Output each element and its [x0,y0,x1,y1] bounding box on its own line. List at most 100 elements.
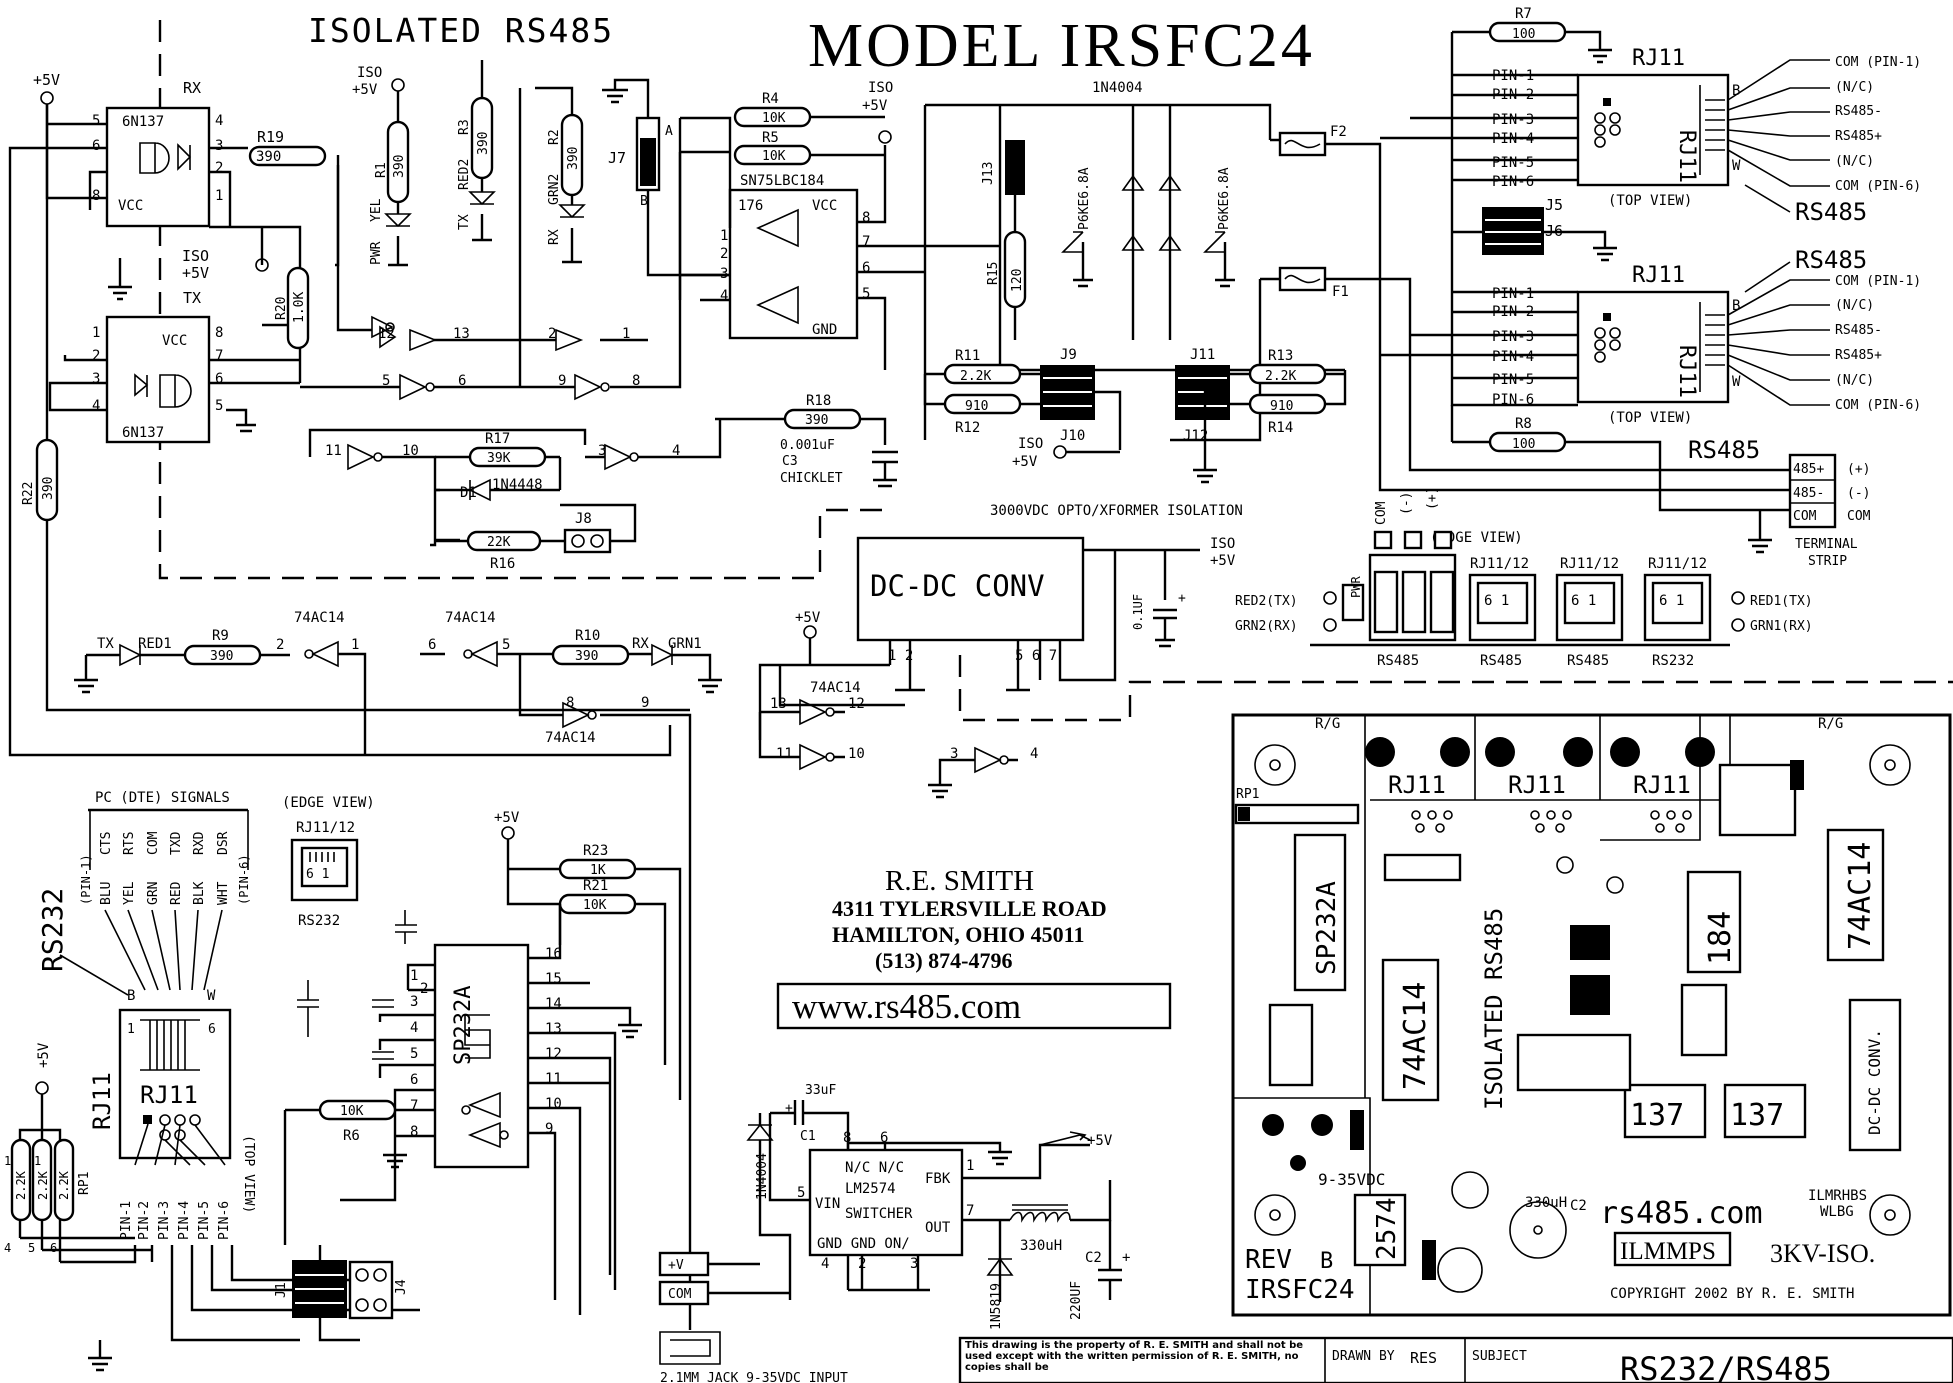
svg-text:LM2574: LM2574 [845,1181,896,1197]
jumper-j7[interactable]: J7 A B [602,78,730,277]
resistor-r22: 390 R22 [21,438,59,522]
svg-text:PIN-3: PIN-3 [1492,112,1534,128]
svg-text:RJ11/12: RJ11/12 [1470,556,1529,572]
resistor-r4: 10K R4 [733,91,812,128]
svg-text:R22: R22 [21,482,36,505]
svg-text:(N/C): (N/C) [1835,373,1874,388]
svg-text:W: W [1732,374,1741,390]
svg-text:13: 13 [770,696,787,712]
svg-text:PC (DTE) SIGNALS: PC (DTE) SIGNALS [95,790,230,806]
svg-text:PIN-4: PIN-4 [177,1201,192,1240]
svg-text:9: 9 [558,373,566,389]
svg-text:2: 2 [215,160,223,176]
svg-text:C2: C2 [1085,1250,1102,1266]
rj11-top-signal-labels: COM (PIN-1) (N/C) RS485- RS485+ (N/C) CO… [1795,55,1921,413]
svg-text:RS485-: RS485- [1835,104,1882,119]
svg-text:RS485+: RS485+ [1835,348,1882,363]
svg-text:RJ11: RJ11 [1508,771,1566,799]
svg-text:rs485.com: rs485.com [1600,1196,1763,1231]
iso-plus5-1: +5V [182,264,209,282]
svg-text:0.001uF: 0.001uF [780,438,835,453]
svg-text:REV: REV [1245,1245,1292,1275]
resistor-r19: 390 R19 [248,128,327,167]
svg-text:R10: R10 [575,628,600,644]
resistor-r15: 120 R15 [986,230,1027,309]
svg-text:DSR: DSR [216,831,231,855]
svg-text:RED: RED [169,881,184,905]
resistor-r17-group: 39K R17 D1 1N4448 22K R16 J8 [435,431,637,572]
svg-text:R6: R6 [343,1128,360,1144]
svg-text:COM (PIN-1): COM (PIN-1) [1835,274,1921,289]
svg-text:SN75LBC184: SN75LBC184 [740,173,824,189]
svg-text:SWITCHER: SWITCHER [845,1206,913,1222]
svg-text:390: 390 [476,132,491,155]
svg-text:B: B [1320,1249,1333,1274]
svg-text:WLBG: WLBG [1820,1204,1854,1220]
rj11-connector-top: RJ11 (TOP VIEW) RJ11 BW [1576,46,1741,209]
svg-text:VCC: VCC [812,198,837,214]
svg-text:VIN: VIN [815,1196,840,1212]
isolation-boundary-2 [958,655,1953,722]
resistor-r3: 390 R3 TX RED2 [457,60,496,242]
jumper-j5-j6[interactable]: J5 J6 [1452,196,1617,262]
svg-text:PWR: PWR [1349,576,1363,598]
svg-text:7: 7 [215,348,223,364]
svg-text:(N/C): (N/C) [1835,298,1874,313]
svg-text:100: 100 [1512,437,1535,452]
svg-text:R18: R18 [806,393,831,409]
svg-text:RP1: RP1 [1236,787,1259,802]
svg-text:RS485: RS485 [1567,653,1609,669]
svg-text:1N5819: 1N5819 [989,1283,1004,1330]
svg-text:11: 11 [325,443,342,459]
svg-text:COM: COM [146,831,161,855]
svg-text:(EDGE VIEW): (EDGE VIEW) [282,795,375,811]
svg-text:A: A [665,124,673,139]
title-block-notice: This drawing is the property of R. E. SM… [965,1340,1304,1373]
iso-label-1: ISO [182,247,209,265]
svg-text:RS485: RS485 [1688,436,1760,464]
svg-text:R.E. SMITH: R.E. SMITH [885,865,1034,897]
svg-text:RS485+: RS485+ [1835,129,1882,144]
svg-text:137: 137 [1630,1098,1684,1133]
svg-text:COM: COM [1374,501,1389,525]
svg-text:RS485-: RS485- [1835,323,1882,338]
jumper-j1-j4[interactable]: J1 J4 [88,1245,409,1372]
svg-text:+5V: +5V [1210,553,1236,569]
svg-text:R11: R11 [955,348,980,364]
svg-text:WHT: WHT [216,881,231,905]
svg-text:390: 390 [392,155,407,178]
svg-text:3000VDC OPTO/XFORMER ISOLATION: 3000VDC OPTO/XFORMER ISOLATION [990,503,1243,519]
svg-text:B: B [640,194,648,209]
svg-text:(N/C): (N/C) [1835,80,1874,95]
svg-text:5: 5 [797,1185,805,1201]
svg-text:8: 8 [410,1124,418,1140]
svg-text:GND GND ON/: GND GND ON/ [817,1236,910,1252]
svg-text:74AC14: 74AC14 [810,680,861,696]
svg-text:3: 3 [410,994,418,1010]
svg-text:RJ11: RJ11 [1632,46,1685,71]
jumper-j13[interactable]: J13 [981,140,1025,195]
svg-text:5: 5 [382,373,390,389]
resistor-r20: 1.0K R20 [274,266,310,350]
svg-text:10K: 10K [583,898,607,913]
svg-text:YEL: YEL [122,881,137,905]
svg-text:DC-DC CONV: DC-DC CONV [870,569,1045,603]
svg-text:74AC14: 74AC14 [545,730,596,746]
svg-text:TX: TX [183,289,201,307]
svg-text:1: 1 [4,1154,11,1168]
svg-text:8: 8 [862,210,870,226]
svg-text:J12: J12 [1183,428,1208,444]
svg-text:RX: RX [183,79,201,97]
svg-text:1: 1 [720,228,728,244]
svg-text:390: 390 [210,649,233,664]
transceiver-sn75lbc184: SN75LBC184 176 VCC GND 12 34 87 65 [720,173,870,340]
svg-text:390: 390 [575,649,598,664]
svg-text:4: 4 [410,1020,418,1036]
svg-text:6 1: 6 1 [1659,593,1684,609]
svg-text:R16: R16 [490,556,515,572]
svg-text:FBK: FBK [925,1171,951,1187]
svg-text:COM (PIN-6): COM (PIN-6) [1835,179,1921,194]
svg-text:22K: 22K [487,535,511,550]
